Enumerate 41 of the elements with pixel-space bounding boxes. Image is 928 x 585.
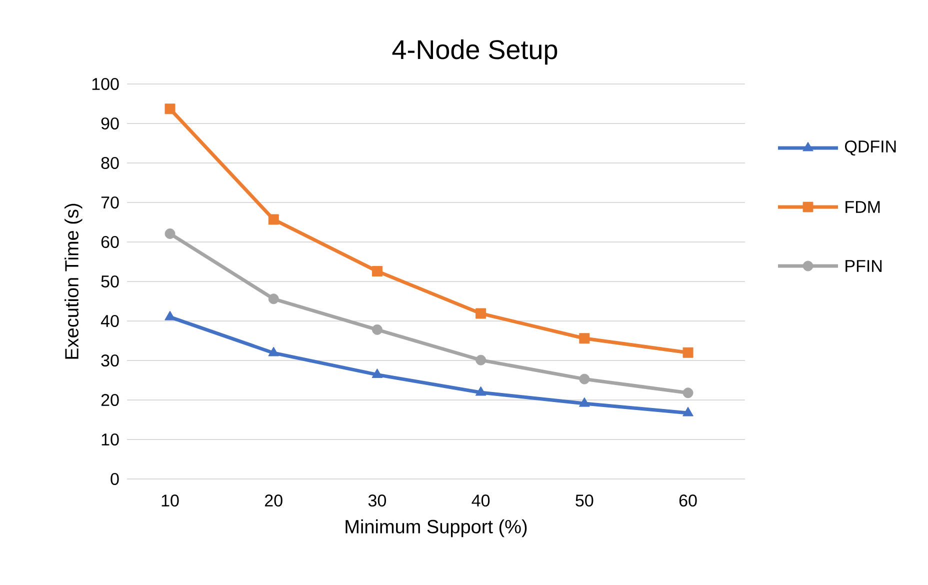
tick-label: 40 xyxy=(100,314,119,327)
tick-label: 50 xyxy=(101,275,119,288)
point xyxy=(682,406,694,416)
point xyxy=(268,214,279,225)
tick-label: 30 xyxy=(368,494,386,507)
legend-label: PFIN xyxy=(846,260,882,272)
tick-label: 60 xyxy=(101,236,119,248)
tick-label: 40 xyxy=(472,494,490,507)
tick-label: 20 xyxy=(265,494,282,507)
point xyxy=(268,346,280,356)
tick-label: 60 xyxy=(679,494,697,507)
tick-label: 0 xyxy=(110,472,119,485)
point xyxy=(579,333,590,344)
axis-label: Execution Time (s) xyxy=(64,204,82,359)
chart-title: 4-Node Setup xyxy=(392,39,558,65)
point xyxy=(578,397,590,407)
point xyxy=(579,374,590,384)
point xyxy=(372,324,382,335)
legend-label: QDFIN xyxy=(845,140,896,156)
tick-label: 80 xyxy=(101,156,119,170)
tick-label: 10 xyxy=(162,494,179,507)
tick-label: 30 xyxy=(101,354,119,366)
point xyxy=(476,308,486,319)
point xyxy=(682,347,694,358)
point xyxy=(164,228,176,239)
point xyxy=(268,294,279,304)
tick-label: 100 xyxy=(92,78,119,90)
legend-label: FDM xyxy=(846,201,880,213)
point xyxy=(476,354,486,366)
axis-label: Minimum Support (%) xyxy=(346,519,527,538)
point xyxy=(475,386,486,396)
tick-label: 90 xyxy=(101,117,119,130)
tick-label: 10 xyxy=(102,433,119,446)
point xyxy=(682,388,694,398)
point xyxy=(372,266,382,276)
tick-label: 20 xyxy=(101,394,119,406)
point xyxy=(372,368,383,378)
point xyxy=(164,104,176,114)
point xyxy=(164,310,176,320)
tick-label: 50 xyxy=(576,494,594,507)
tick-label: 70 xyxy=(101,196,119,209)
